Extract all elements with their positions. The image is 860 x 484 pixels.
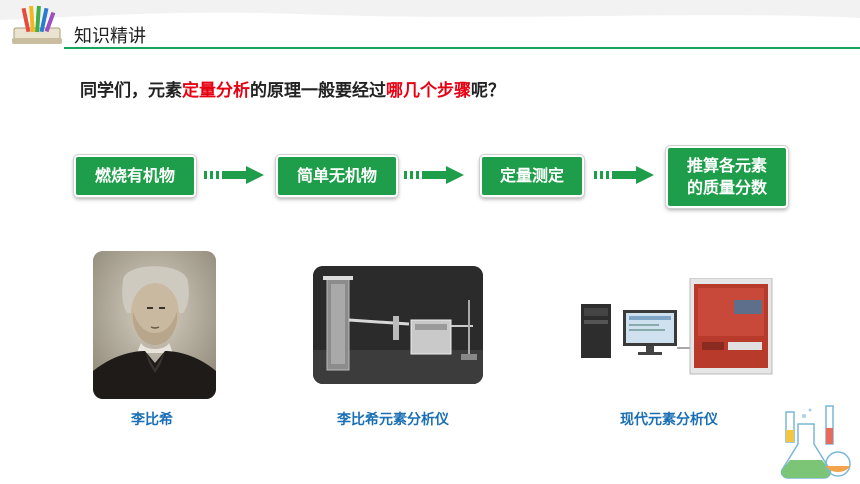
section-title: 知识精讲: [74, 26, 146, 47]
caption-liebig: 李比希: [131, 412, 173, 428]
step-label: 燃烧有机物: [94, 166, 175, 185]
caption-modern-analyzer: 现代元素分析仪: [620, 412, 718, 428]
question-highlight-steps: 哪几个步骤: [386, 81, 471, 101]
header-divider: [64, 47, 860, 49]
caption-liebig-apparatus: 李比希元素分析仪: [337, 412, 449, 428]
liebig-apparatus-image: [313, 266, 483, 384]
step-label-line2: 的质量分数: [686, 178, 767, 197]
liebig-portrait-image: [93, 251, 216, 399]
modern-analyzer-image: [578, 278, 774, 376]
question-text: 同学们，元素定量分析的原理一般要经过哪几个步骤呢？: [80, 76, 505, 101]
step-label: 定量测定: [499, 166, 564, 185]
notebook-pencils-icon: [12, 5, 62, 44]
question-highlight-quantitative: 定量分析: [182, 81, 250, 101]
step-label: 简单无机物: [296, 166, 377, 185]
header-band: [0, 0, 860, 70]
step-simple-inorganic: 简单无机物: [276, 155, 398, 197]
arrow-right-icon: [404, 166, 464, 184]
step-calculate-mass-fraction: 推算各元素 的质量分数: [666, 146, 788, 208]
question-part2: 的原理一般要经过: [250, 81, 386, 101]
question-part3: 呢？: [471, 81, 505, 101]
arrow-right-icon: [204, 166, 264, 184]
lab-flasks-icon: [780, 405, 851, 479]
step-label-line1: 推算各元素: [686, 156, 767, 175]
step-burn-organic: 燃烧有机物: [74, 155, 196, 197]
step-quantitative-measure: 定量测定: [480, 155, 584, 197]
question-part1: 同学们，元素: [80, 81, 182, 101]
arrow-right-icon: [594, 166, 654, 184]
